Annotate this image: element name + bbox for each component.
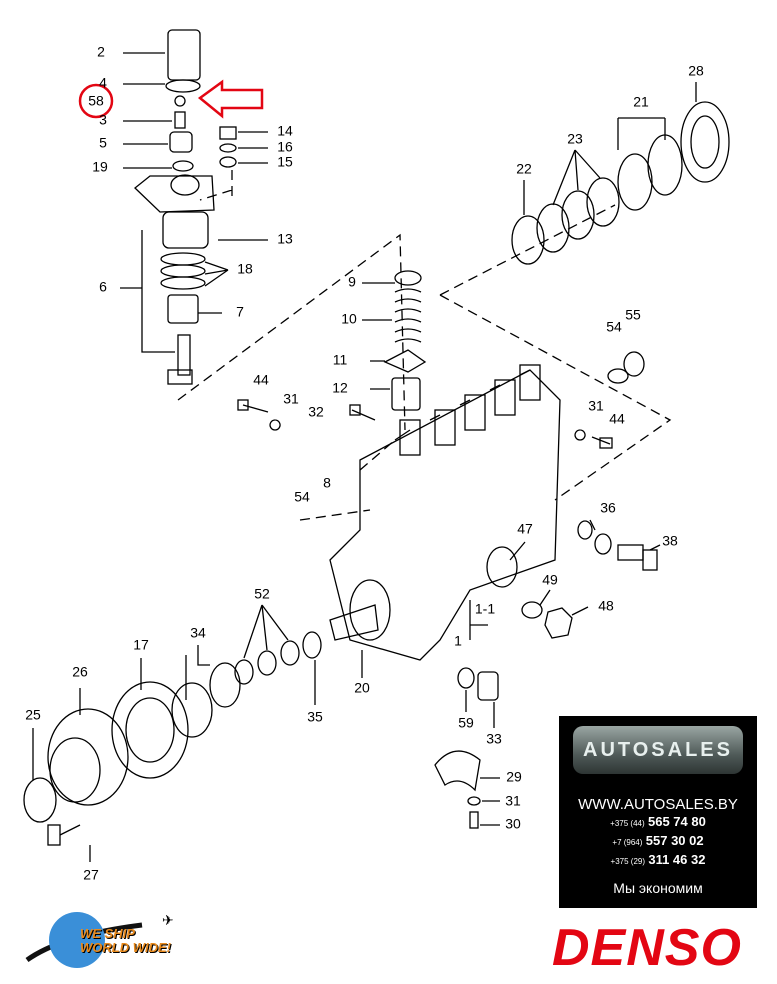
part-label: 32: [308, 404, 324, 420]
globe-icon: ✈: [25, 912, 174, 968]
autosales-logo: AUTOSALES: [573, 726, 743, 774]
part-label: 59: [458, 715, 474, 731]
part-label: 54: [606, 319, 622, 335]
part-label: 31: [588, 398, 604, 414]
part-label: 31: [283, 391, 299, 407]
part-label: 12: [332, 380, 348, 396]
part-label-highlighted: 58: [88, 93, 104, 109]
phone-line: +7 (964) 557 30 02: [612, 833, 704, 848]
part-label: 21: [633, 94, 649, 110]
part-label: 1-1: [475, 601, 495, 617]
phone-line: +375 (29) 311 46 32: [610, 852, 706, 867]
drawing-lines: [23, 29, 730, 862]
part-label: 22: [516, 161, 532, 177]
part-label: 26: [72, 664, 88, 680]
part-label: 34: [190, 625, 206, 641]
part-label: 13: [277, 231, 293, 247]
part-label: 8: [323, 475, 331, 491]
part-label: 23: [567, 131, 583, 147]
part-label: 9: [348, 274, 356, 290]
part-label: 10: [341, 311, 357, 327]
badge-text-1: WE SHIP: [80, 926, 135, 941]
part-label: 38: [662, 533, 678, 549]
part-label: 20: [354, 680, 370, 696]
part-label: 5: [99, 135, 107, 151]
part-label: 55: [625, 307, 641, 323]
part-label: 14: [277, 123, 293, 139]
part-label: 25: [25, 707, 41, 723]
part-label: 33: [486, 731, 502, 747]
ad-url[interactable]: WWW.AUTOSALES.BY: [578, 796, 738, 813]
highlight-circle: [78, 83, 114, 119]
part-label: 19: [92, 159, 108, 175]
part-label: 27: [83, 867, 99, 883]
part-label: 15: [277, 154, 293, 170]
part-label: 28: [688, 63, 704, 79]
part-label: 52: [254, 586, 270, 602]
part-label: 7: [236, 304, 244, 320]
autosales-ad[interactable]: AUTOSALES WWW.AUTOSALES.BY +375 (44) 565…: [559, 716, 757, 920]
part-label: 29: [506, 769, 522, 785]
part-label: 3: [99, 112, 107, 128]
part-label: 17: [133, 637, 149, 653]
part-label: 54: [294, 489, 310, 505]
part-label: 1: [454, 633, 462, 649]
part-label: 18: [237, 261, 253, 277]
part-label: 6: [99, 279, 107, 295]
airplane-icon: ✈: [162, 912, 174, 928]
denso-logo: DENSO: [552, 919, 742, 977]
part-label: 44: [609, 411, 625, 427]
part-label: 16: [277, 139, 293, 155]
part-labels: 2 4 58 3 5 19 14 16 15 13 18 6 7 9 10 11…: [25, 44, 704, 883]
part-label: 44: [253, 372, 269, 388]
phone-line: +375 (44) 565 74 80: [610, 814, 706, 829]
ad-slogan-1: Мы экономим: [613, 880, 703, 896]
part-label: 36: [600, 500, 616, 516]
badge-text-2: WORLD WIDE!: [80, 940, 171, 955]
ad-slogan-2: ваше время и средства: [581, 904, 735, 920]
part-label: 4: [99, 75, 107, 91]
part-label: 2: [97, 44, 105, 60]
part-label: 31: [505, 793, 521, 809]
part-label: 49: [542, 572, 558, 588]
part-label: 35: [307, 709, 323, 725]
part-label: 48: [598, 598, 614, 614]
part-label: 11: [333, 352, 348, 368]
part-label: 30: [505, 816, 521, 832]
part-label: 47: [517, 521, 533, 537]
